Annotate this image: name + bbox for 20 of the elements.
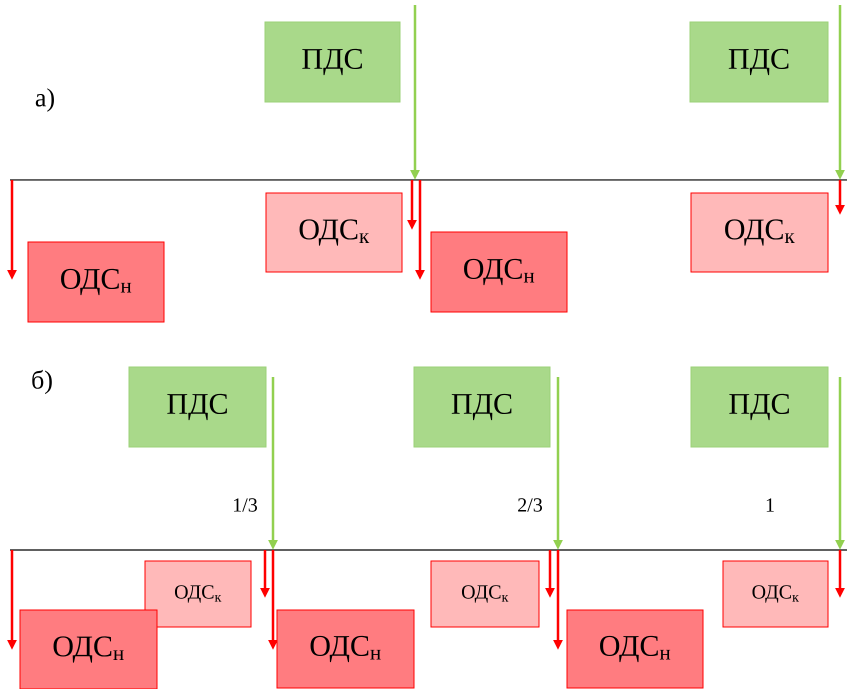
- signal-box: ОДС$_{н}$: [20, 610, 158, 689]
- signal-box: ПДС: [414, 366, 550, 448]
- signal-box: ОДС$_{к}$: [722, 560, 828, 628]
- panel-label: а): [36, 88, 54, 112]
- signal-box: ПДС: [128, 366, 266, 448]
- signal-box: ОДС$_{к}$: [690, 192, 828, 272]
- signal-box: ОДС$_{н}$: [566, 610, 704, 688]
- signal-box: ОДС$_{н}$: [276, 610, 414, 688]
- panel-label: б): [32, 370, 52, 394]
- fraction-label: 1/3: [234, 498, 257, 512]
- fraction-label: 2/3: [518, 498, 542, 512]
- signal-box: ОДС$_{н}$: [430, 232, 568, 312]
- signal-box: ОДС$_{к}$: [144, 560, 252, 628]
- signal-box: ПДС: [690, 366, 828, 448]
- fraction-label: 1: [766, 498, 774, 512]
- signal-box: ОДС$_{к}$: [266, 192, 402, 272]
- signal-box: ОДС$_{к}$: [430, 560, 540, 628]
- signal-box: ПДС: [690, 22, 828, 102]
- signal-box: ОДС$_{н}$: [28, 242, 164, 322]
- signal-box: ПДС: [264, 22, 400, 102]
